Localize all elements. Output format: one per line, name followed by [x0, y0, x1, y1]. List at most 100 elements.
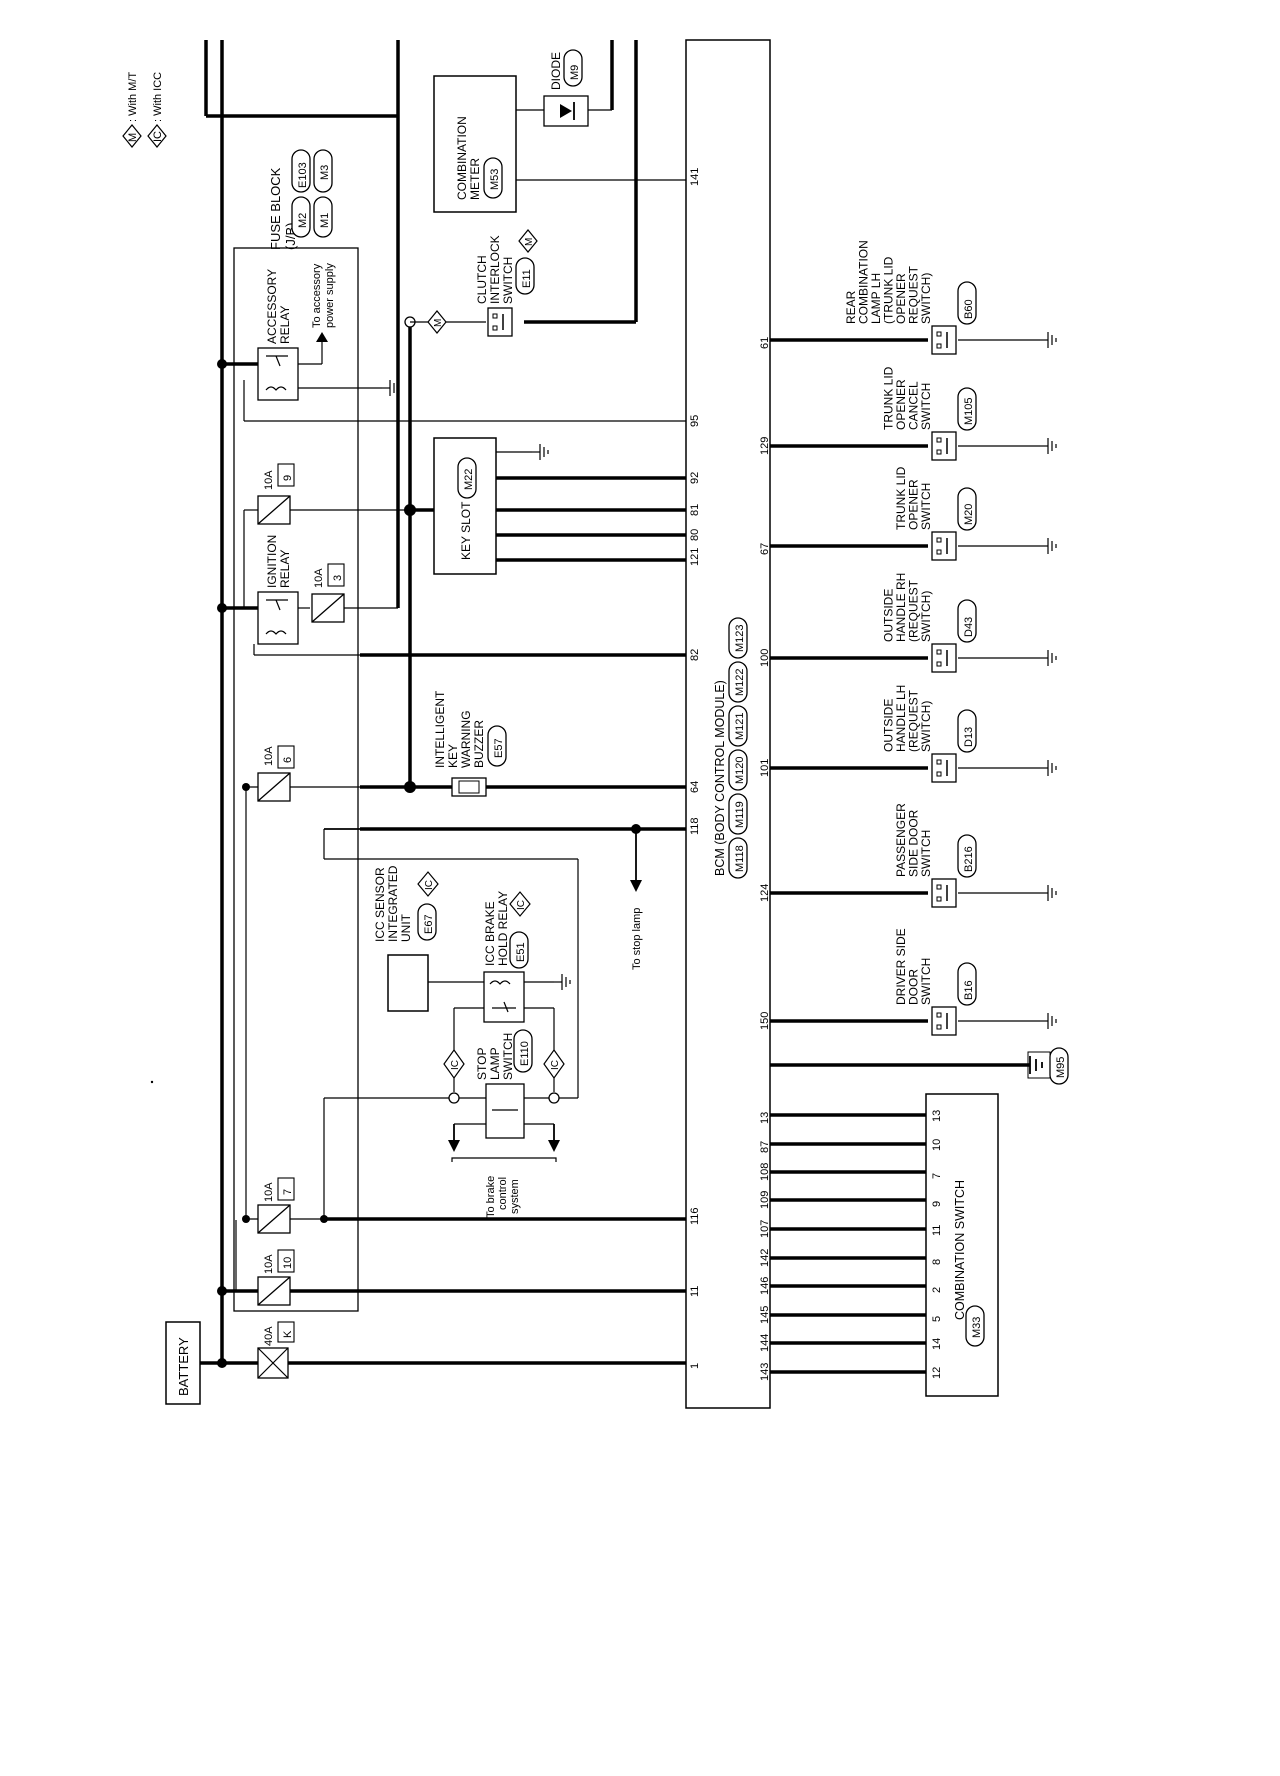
switch-label-line: SWITCH: [919, 483, 933, 530]
bcm-conn-m121: M121: [734, 712, 746, 740]
fuse-block-conn-m2: M2: [297, 213, 309, 228]
key-slot-ground-icon: [531, 443, 549, 461]
bcm-conn-m122: M122: [734, 668, 746, 696]
switch-label-line: LAMP LH: [869, 273, 883, 324]
comb-switch-pin-11: 11: [931, 1225, 943, 1236]
legend-icc-text: : With ICC: [152, 72, 164, 122]
buzzer-line-3: WARNING: [459, 710, 473, 768]
accessory-relay-line-1: ACCESSORY: [265, 269, 279, 344]
icc-sensor-line-3: UNIT: [399, 913, 413, 942]
intelligent-key-buzzer: INTELLIGENT KEY WARNING BUZZER E57: [433, 690, 507, 797]
legend-mt-text: : With M/T: [127, 72, 139, 122]
diode-label: DIODE: [549, 52, 563, 90]
bcm-pin-101: 101: [759, 759, 771, 777]
comb-switch-pin-7: 7: [931, 1173, 943, 1179]
switch-label-line: SWITCH): [919, 701, 933, 752]
switch-label-line: OPENER: [894, 273, 908, 324]
bcm-pin-146: 146: [759, 1277, 771, 1295]
ground-icon: [1039, 1012, 1057, 1030]
to-brake-line-2: control: [497, 1177, 509, 1210]
ignition-relay-line-2: RELAY: [278, 550, 292, 588]
switch-conn: B216: [963, 846, 975, 872]
comb-switch-pin-5: 5: [931, 1316, 943, 1322]
legend-mt-item: M : With M/T: [122, 72, 142, 148]
switch-label-line: REQUEST: [907, 265, 921, 324]
bcm-pin-61: 61: [759, 337, 771, 349]
bcm-pin-145: 145: [759, 1306, 771, 1324]
accessory-relay: ACCESSORY RELAY: [257, 269, 299, 401]
accessory-arrow-icon: [316, 332, 328, 342]
bcm-pin-116: 116: [689, 1207, 701, 1225]
fuse-6: 10A 6: [257, 745, 295, 802]
bcm-pin-144: 144: [759, 1334, 771, 1352]
icc-relay-line-2: HOLD RELAY: [496, 891, 510, 966]
fuse-block-title: FUSE BLOCK: [268, 167, 283, 250]
buzzer-line-1: INTELLIGENT: [433, 690, 447, 768]
comb-switch-pin-12: 12: [931, 1367, 943, 1379]
buzzer-line-2: KEY: [446, 744, 460, 768]
diode-icon: [560, 104, 572, 118]
icc-brake-hold-relay: ICC BRAKE HOLD RELAY E51 IC: [483, 891, 531, 1023]
stop-lamp-arrow-icon: [630, 880, 642, 892]
ground-icon: [1039, 759, 1057, 777]
switch-label-line: SWITCH: [919, 383, 933, 430]
bcm-pin-141: 141: [689, 168, 701, 186]
fuse-7-num: 7: [282, 1189, 294, 1195]
switch-conn: B60: [963, 299, 975, 319]
switch-label-line: PASSENGER: [894, 803, 908, 877]
diode-conn: M9: [569, 65, 581, 80]
switch-label-line: DRIVER SIDE: [894, 928, 908, 1005]
fuse-10: 10A 10: [257, 1249, 295, 1306]
switch-label-line: HANDLE LH: [894, 685, 908, 752]
bcm-right-wires: [770, 1113, 926, 1374]
bcm-pin-143: 143: [759, 1363, 771, 1381]
bcm-pin-121: 121: [689, 548, 701, 566]
bcm-conn-m123: M123: [734, 624, 746, 652]
icc-relay-line-1: ICC BRAKE: [483, 901, 497, 966]
comb-switch-pin-8: 8: [931, 1259, 943, 1265]
icc-sensor-conn: E67: [423, 914, 435, 934]
fuse-9: 10A 9: [257, 463, 295, 525]
bcm-pin-13: 13: [759, 1112, 771, 1124]
fuse-9-rating: 10A: [263, 470, 275, 490]
fuse-block-conn-e103: E103: [297, 162, 309, 188]
accessory-note-line-2: power supply: [324, 263, 336, 328]
switch-label-line: SIDE DOOR: [907, 809, 921, 877]
bcm-pin-118: 118: [689, 817, 701, 835]
stop-switch-line-3: SWITCH: [501, 1033, 515, 1080]
fuse-block-label: FUSE BLOCK (J/B) M2 M1 E103 M3: [268, 149, 333, 250]
ground-icon: [1039, 437, 1057, 455]
comb-switch-pin-14: 14: [931, 1338, 943, 1350]
bcm-pin-11: 11: [689, 1286, 701, 1297]
key-slot: KEY SLOT M22: [433, 437, 497, 575]
icc-relay-ground-icon: [553, 973, 571, 991]
switch-label-line: OUTSIDE: [882, 589, 896, 642]
bcm-right-pins: 1431441451461421071091088713150124101100…: [759, 337, 771, 1381]
bcm-pin-81: 81: [689, 504, 701, 516]
clutch-line-1: CLUTCH: [475, 255, 489, 304]
ground-icon: [1039, 649, 1057, 667]
battery-label: BATTERY: [176, 1337, 191, 1396]
combination-meter-line-1: COMBINATION: [455, 116, 469, 200]
fuse-6-num: 6: [282, 757, 294, 763]
stop-switch-ic-tag-right: IC: [550, 1060, 561, 1070]
switch-label-line: SWITCH: [919, 958, 933, 1005]
bcm-pin-95: 95: [689, 415, 701, 427]
fuse-9-num: 9: [282, 475, 294, 481]
clutch-conn: E11: [521, 269, 533, 288]
bcm-title: BCM (BODY CONTROL MODULE): [713, 680, 727, 876]
switch-label-line: HANDLE RH: [894, 573, 908, 642]
fuse-block-enclosure: [233, 247, 359, 1312]
combination-switch-conn: M33: [971, 1317, 983, 1338]
combination-switch-title: COMBINATION SWITCH: [953, 1180, 967, 1320]
switch-conn: M20: [963, 504, 975, 525]
bcm-pin-100: 100: [759, 649, 771, 667]
fuse-3: 10A 3: [311, 563, 345, 623]
bcm-pin-129: 129: [759, 437, 771, 455]
fuse-10-rating: 10A: [263, 1254, 275, 1274]
switch-conn: D13: [963, 727, 975, 747]
